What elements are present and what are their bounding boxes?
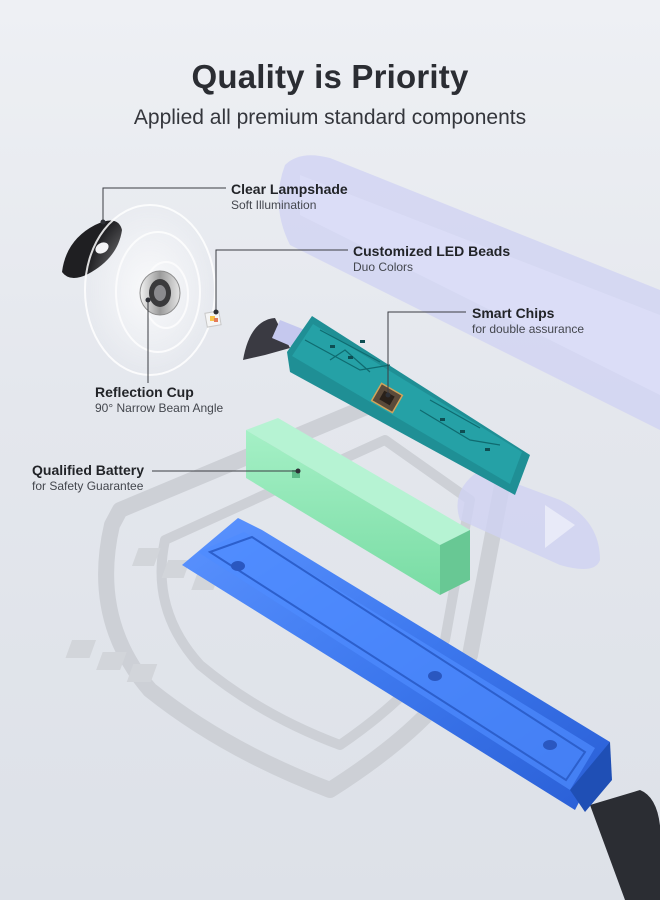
callout-led-beads: Customized LED Beads Duo Colors — [353, 243, 510, 275]
housing-shell-icon — [182, 518, 660, 900]
reflection-cup-icon — [139, 270, 181, 316]
callout-description: for Safety Guarantee — [32, 479, 144, 493]
callout-title: Reflection Cup — [95, 384, 194, 400]
callout-title: Customized LED Beads — [353, 243, 511, 259]
callout-title: Smart Chips — [472, 305, 555, 321]
callout-description: Soft Illumination — [231, 198, 317, 212]
callout-description: Duo Colors — [353, 260, 414, 274]
callout-reflection-cup: Reflection Cup 90° Narrow Beam Angle — [95, 384, 223, 416]
cover-strip-icon — [278, 155, 660, 569]
callout-dots — [100, 219, 391, 474]
led-bead-icon — [204, 310, 222, 328]
page-subtitle: Applied all premium standard components — [133, 106, 527, 129]
callout-title: Qualified Battery — [32, 462, 145, 478]
page-title: Quality is Priority — [191, 58, 469, 95]
callout-description: for double assurance — [472, 322, 585, 336]
callout-clear-lampshade: Clear Lampshade Soft Illumination — [231, 181, 348, 213]
callout-leader-lines — [102, 187, 466, 472]
callout-title: Clear Lampshade — [231, 181, 348, 197]
callout-battery: Qualified Battery for Safety Guarantee — [32, 462, 144, 494]
callout-description: 90° Narrow Beam Angle — [95, 401, 224, 415]
pcb-board-icon — [243, 316, 530, 495]
callout-smart-chips: Smart Chips for double assurance — [472, 305, 584, 337]
